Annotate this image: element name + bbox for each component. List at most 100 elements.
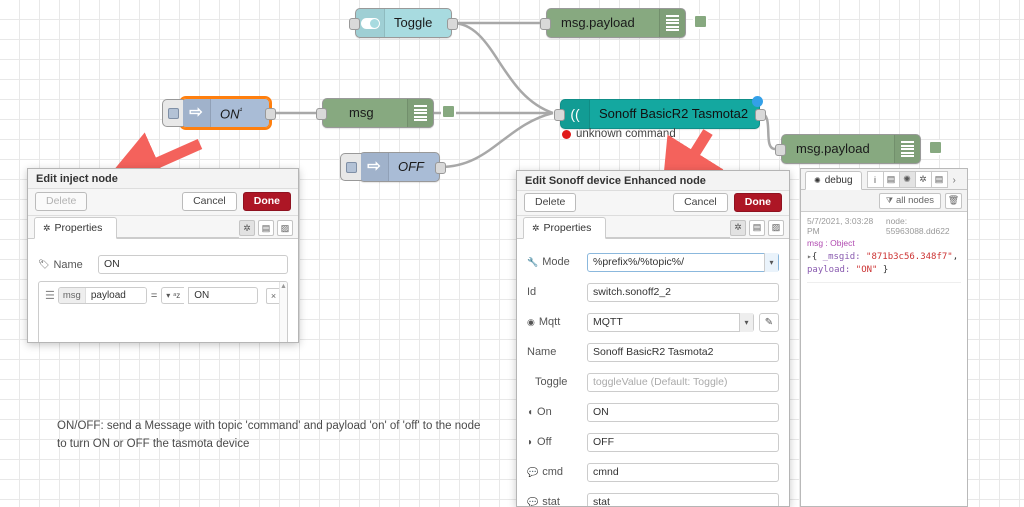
- sonoff-mqtt-select[interactable]: MQTT ▾: [587, 312, 754, 332]
- sonoff-field-off: ◗ Off OFF: [527, 432, 779, 452]
- inject-rule-type-select[interactable]: ▾ ᵃz: [161, 287, 185, 305]
- sonoff-dialog-actions: Delete Cancel Done: [517, 191, 789, 216]
- sonoff-name-input[interactable]: Sonoff BasicR2 Tasmota2: [587, 342, 779, 362]
- description-icon[interactable]: ▤: [258, 220, 274, 237]
- tab-filler: [117, 216, 239, 239]
- node-toggle[interactable]: Toggle: [349, 8, 458, 38]
- gear-icon[interactable]: ✲: [914, 171, 932, 188]
- inject-rule-prefix: msg: [58, 288, 86, 304]
- toggle-off-icon: ◗: [527, 436, 534, 448]
- node-inject-on-label: ON¹: [220, 106, 243, 122]
- inject-delete-button[interactable]: Delete: [35, 192, 88, 212]
- appearance-icon[interactable]: ▨: [768, 219, 784, 236]
- debug-message-timestamp: 5/7/2021, 3:03:28 PM: [807, 216, 874, 236]
- inject-dialog-actions: Delete Cancel Done: [28, 189, 298, 216]
- node-inject-off-output-port[interactable]: [435, 162, 446, 174]
- node-inject-on-button[interactable]: [162, 99, 183, 127]
- sidebar-more-tabs[interactable]: ›: [952, 175, 956, 186]
- node-inject-on-output-port[interactable]: [265, 108, 276, 120]
- inject-rule-property[interactable]: msg payload: [57, 287, 147, 305]
- inject-name-row: 🏷 Name ON: [38, 255, 288, 275]
- appearance-icon[interactable]: ▨: [277, 220, 293, 237]
- tab-properties[interactable]: ✲ Properties: [523, 216, 607, 239]
- sonoff-toggle-input[interactable]: toggleValue (Default: Toggle): [587, 372, 779, 392]
- sonoff-cancel-button[interactable]: Cancel: [673, 193, 728, 213]
- debug-msg-enable-toggle[interactable]: [441, 104, 456, 119]
- sonoff-off-label: ◗ Off: [527, 436, 552, 449]
- debug-message-body: ▸{ _msgid: "871b3c56.348f7", payload: "O…: [807, 252, 959, 276]
- node-debug-payload-bottom[interactable]: msg.payload: [775, 134, 943, 164]
- gear-icon[interactable]: ✲: [730, 219, 746, 236]
- node-sonoff-device[interactable]: (( Sonoff BasicR2 Tasmota2: [554, 96, 766, 129]
- sonoff-mode-select[interactable]: %prefix%/%topic%/ ▾: [587, 252, 779, 272]
- gear-icon[interactable]: ✲: [239, 220, 255, 237]
- inject-dialog-body: 🏷 Name ON ☰ msg payload = ▾ ᵃz ON ×: [28, 239, 298, 342]
- dashboard-icon[interactable]: ▤: [882, 171, 900, 188]
- gear-icon: ✲: [43, 223, 51, 234]
- sonoff-stat-input[interactable]: stat: [587, 492, 779, 506]
- inject-rule-value-input[interactable]: ON: [188, 287, 258, 305]
- debug-filter-label: all nodes: [895, 195, 934, 206]
- sonoff-field-id: Id switch.sonoff2_2: [527, 282, 779, 302]
- inject-arrow-icon: ⇨: [182, 99, 211, 127]
- debug-message-node: node: 55963088.dd622: [885, 216, 950, 236]
- node-sonoff-input-port[interactable]: [554, 109, 565, 121]
- sonoff-edit-dialog[interactable]: Edit Sonoff device Enhanced node Delete …: [516, 170, 790, 507]
- toggle-on-icon: ◖: [527, 406, 534, 418]
- tab-debug[interactable]: ✺ debug: [805, 171, 862, 190]
- sonoff-mode-label: 🔧 Mode: [527, 256, 570, 269]
- tab-properties[interactable]: ✲ Properties: [34, 217, 118, 240]
- sonoff-field-on: ◖ On ON: [527, 402, 779, 422]
- node-sonoff-output-port[interactable]: [755, 109, 766, 121]
- sonoff-on-input[interactable]: ON: [587, 402, 779, 422]
- sonoff-id-input[interactable]: switch.sonoff2_2: [587, 282, 779, 302]
- inject-rules-scrollbar[interactable]: ▲: [279, 282, 287, 342]
- inject-cancel-button[interactable]: Cancel: [182, 192, 237, 212]
- sonoff-field-name: Name Sonoff BasicR2 Tasmota2: [527, 342, 779, 362]
- drag-handle-icon[interactable]: ☰: [45, 290, 55, 303]
- inject-arrow-icon: ⇨: [360, 153, 389, 181]
- node-debug-top-input-port[interactable]: [540, 18, 551, 30]
- node-debug-bottom-input-port[interactable]: [775, 144, 786, 156]
- sonoff-cmd-label: 💬 cmd: [527, 466, 563, 479]
- debug-bottom-enable-toggle[interactable]: [928, 140, 943, 155]
- node-inject-off-button[interactable]: [340, 153, 361, 181]
- node-debug-msg-input-port[interactable]: [316, 108, 327, 120]
- inject-rule-prop-input[interactable]: payload: [85, 288, 146, 304]
- node-inject-on[interactable]: ⇨ ON¹: [162, 96, 276, 130]
- node-changed-indicator: [752, 96, 763, 107]
- sonoff-field-mode: 🔧 Mode %prefix%/%topic%/ ▾: [527, 252, 779, 272]
- node-toggle-label: Toggle: [394, 15, 433, 30]
- node-debug-payload-top[interactable]: msg.payload: [540, 8, 708, 38]
- sonoff-off-input[interactable]: OFF: [587, 432, 779, 452]
- node-toggle-input-port[interactable]: [349, 18, 360, 30]
- sonoff-delete-button[interactable]: Delete: [524, 193, 577, 213]
- sonoff-done-button[interactable]: Done: [733, 193, 782, 213]
- debug-sidebar[interactable]: ✺ debug i ▤ ✺ ✲ ▤ › ⧩ all nodes 🗑 5/7/20…: [800, 168, 968, 507]
- debug-message-item[interactable]: 5/7/2021, 3:03:28 PM node: 55963088.dd62…: [807, 216, 961, 284]
- az-string-icon: ᵃz: [173, 291, 181, 301]
- node-debug-msg[interactable]: msg: [316, 98, 456, 128]
- debug-enable-toggle[interactable]: [693, 14, 708, 29]
- tag-icon: 🏷: [38, 259, 50, 270]
- info-icon[interactable]: i: [866, 171, 884, 188]
- inject-done-button[interactable]: Done: [242, 192, 291, 212]
- inject-rule-equals: =: [150, 289, 158, 302]
- chevron-up-icon: ▲: [280, 283, 287, 291]
- inject-edit-dialog[interactable]: Edit inject node Delete Cancel Done ✲ Pr…: [27, 168, 299, 343]
- gear-icon: ✲: [532, 222, 540, 233]
- edit-mqtt-config-button[interactable]: ✎: [759, 312, 779, 332]
- debug-bug-icon[interactable]: ✺: [898, 171, 916, 188]
- description-icon[interactable]: ▤: [749, 219, 765, 236]
- node-inject-off-label: OFF: [398, 159, 424, 174]
- debug-filter-button[interactable]: ⧩ all nodes: [878, 192, 941, 209]
- sonoff-dialog-title: Edit Sonoff device Enhanced node: [517, 171, 789, 191]
- node-inject-off[interactable]: ⇨ OFF: [340, 152, 446, 182]
- context-data-icon[interactable]: ▤: [930, 171, 948, 188]
- node-toggle-output-port[interactable]: [447, 18, 458, 30]
- debug-clear-button[interactable]: 🗑: [945, 192, 962, 209]
- sonoff-cmd-input[interactable]: cmnd: [587, 462, 779, 482]
- debug-message-list[interactable]: 5/7/2021, 3:03:28 PM node: 55963088.dd62…: [801, 212, 967, 506]
- inject-name-input[interactable]: ON: [98, 255, 288, 275]
- expand-icon[interactable]: ▸: [807, 252, 812, 261]
